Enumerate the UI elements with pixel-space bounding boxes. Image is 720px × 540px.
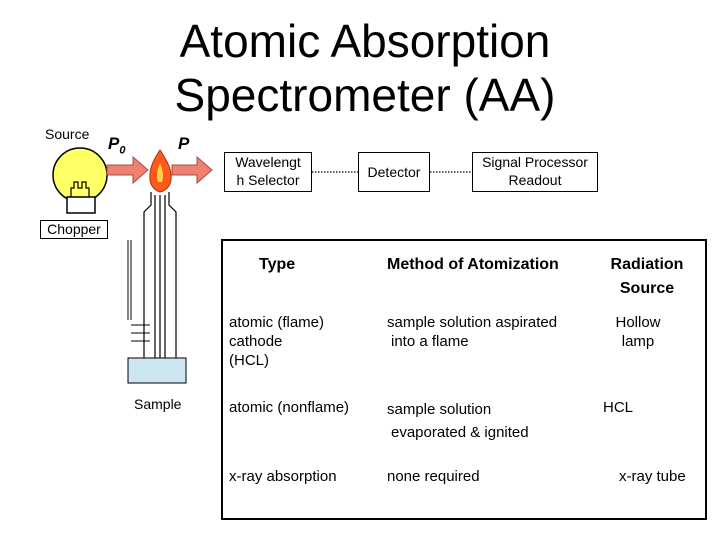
title-line-1: Atomic Absorption <box>179 15 551 67</box>
header-source: Radiation Source <box>601 253 693 301</box>
row-1-type-line-2: cathode <box>229 333 283 350</box>
bulb-base <box>66 196 96 214</box>
row-1-method: sample solution aspirated into a flame <box>387 313 557 351</box>
row-1-source-line-1: Hollow <box>615 314 661 331</box>
chopper-shaft <box>127 240 150 342</box>
header-source-line-2: Source <box>619 280 675 297</box>
row-1-type-line-1: atomic (flame) <box>229 314 325 331</box>
bulb-filament <box>70 181 90 197</box>
row-2-method: sample solution evaporated & ignited <box>387 398 529 444</box>
row-3-method-line-1: none required <box>387 468 480 485</box>
wavelength-selector-box: Wavelengt h Selector <box>224 152 312 192</box>
row-3-method: none required <box>387 467 480 486</box>
flame-core <box>156 163 164 182</box>
row-1-method-line-2: into a flame <box>391 333 469 350</box>
row-3-source: x-ray tube <box>619 467 686 486</box>
wavelength-selector-line-1: Wavelengt <box>235 154 301 170</box>
p0-letter: P <box>108 134 120 153</box>
signal-processor-box: Signal Processor Readout <box>472 152 598 192</box>
row-2-source-line-1: HCL <box>603 399 634 416</box>
header-type: Type <box>259 256 296 273</box>
detector-label: Detector <box>367 164 421 180</box>
page-title: Atomic Absorption Spectrometer (AA) <box>150 14 580 122</box>
source-lamp-icon <box>52 147 108 214</box>
row-1-type-line-3: (HCL) <box>229 352 269 369</box>
sample-tray <box>127 357 187 384</box>
row-2-source: HCL <box>603 398 633 417</box>
row-3-type-line-1: x-ray absorption <box>229 468 337 485</box>
row-2-type-line-1: atomic (nonflame) <box>229 399 350 416</box>
p0-subscript: 0 <box>119 144 126 157</box>
detector-box: Detector <box>358 152 430 192</box>
wavelength-selector-line-2: h Selector <box>236 172 300 188</box>
beam-arrow-out <box>171 155 213 185</box>
sample-label: Sample <box>134 396 182 412</box>
chopper-box: Chopper <box>40 220 108 239</box>
signal-processor-line-1: Signal Processor <box>482 154 588 170</box>
row-3-type: x-ray absorption <box>229 467 337 486</box>
source-label: Source <box>45 126 90 142</box>
header-source-line-1: Radiation <box>610 256 684 273</box>
chopper-label: Chopper <box>47 221 101 237</box>
title-line-2: Spectrometer (AA) <box>174 69 556 121</box>
row-2-method-line-1: sample solution <box>387 401 492 418</box>
p-label: P <box>178 134 190 153</box>
beam-arrow-in <box>106 155 149 185</box>
p0-label: P0 <box>108 134 125 156</box>
row-2-type: atomic (nonflame) <box>229 398 349 417</box>
signal-processor-line-2: Readout <box>508 172 562 188</box>
atomization-table: Type Method of Atomization Radiation Sou… <box>221 239 707 520</box>
bulb-glass <box>52 147 108 203</box>
row-1-method-line-1: sample solution aspirated <box>387 314 558 331</box>
row-1-source-line-2: lamp <box>621 333 655 350</box>
row-2-method-line-2: evaporated & ignited <box>391 424 529 441</box>
header-method: Method of Atomization <box>387 256 559 273</box>
row-1-source: Hollow lamp <box>601 313 675 351</box>
row-1-type: atomic (flame) cathode (HCL) <box>229 313 324 370</box>
row-3-source-line-1: x-ray tube <box>619 468 686 485</box>
burner-tubes <box>143 192 177 372</box>
